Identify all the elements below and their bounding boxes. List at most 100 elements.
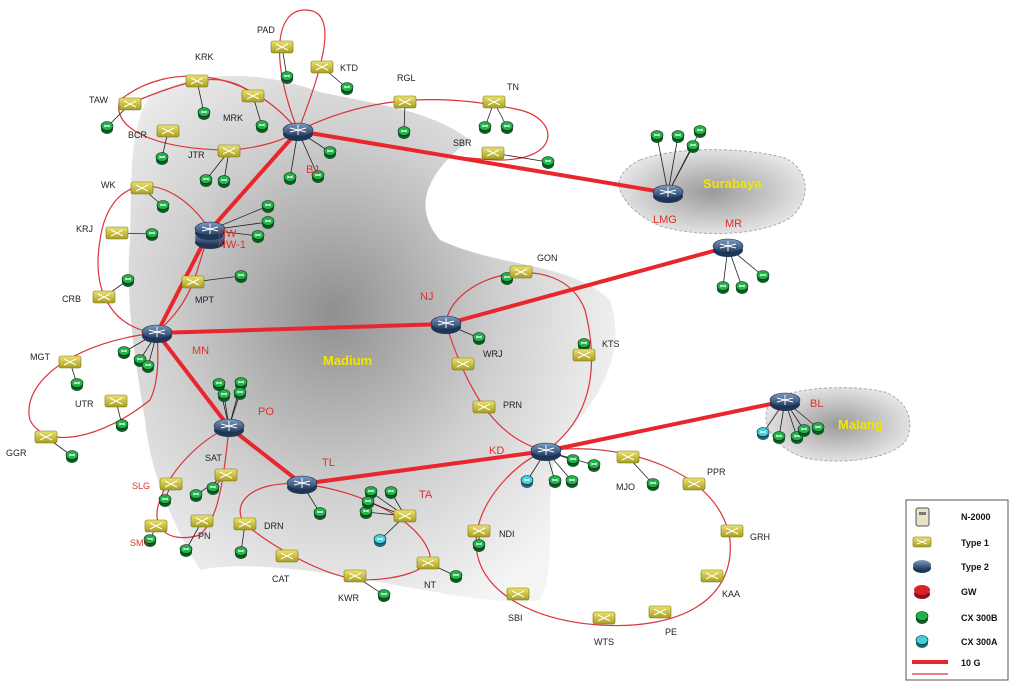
node-label-tn: TN bbox=[507, 82, 519, 92]
switch-icon-pn bbox=[190, 514, 214, 528]
switch-icon-pad bbox=[270, 40, 294, 54]
cx300b-icon bbox=[500, 121, 514, 134]
node-label-ndi: NDI bbox=[499, 529, 515, 539]
cx300b-icon bbox=[915, 611, 929, 624]
network-nodes bbox=[34, 40, 825, 625]
switch-icon-krk bbox=[185, 74, 209, 88]
router-icon-bj bbox=[282, 122, 314, 141]
legend-label: N-2000 bbox=[961, 512, 991, 522]
gateway-icon bbox=[914, 585, 930, 599]
cx300b-icon bbox=[280, 71, 294, 84]
switch-icon-pe bbox=[648, 605, 672, 619]
switch-icon-nt bbox=[416, 556, 440, 570]
switch-icon-rgl bbox=[393, 95, 417, 109]
cx300b-icon bbox=[70, 378, 84, 391]
cx300b-icon bbox=[145, 228, 159, 241]
node-label-kwr: KWR bbox=[338, 593, 359, 603]
cx300b-icon bbox=[693, 125, 707, 138]
switch-icon-gon bbox=[509, 265, 533, 279]
node-label-crb: CRB bbox=[62, 294, 81, 304]
switch-icon-wk bbox=[130, 181, 154, 195]
node-label-kd: KD bbox=[489, 445, 504, 457]
trunk-link-po-tl bbox=[227, 425, 304, 486]
node-label-ggr: GGR bbox=[6, 448, 27, 458]
cx300b-icon bbox=[255, 120, 269, 133]
cx300b-icon bbox=[650, 130, 664, 143]
cx300b-icon bbox=[472, 332, 486, 345]
legend-label: Type 2 bbox=[961, 562, 989, 572]
switch-icon-sat bbox=[214, 468, 238, 482]
node-label-bj: BJ bbox=[306, 164, 319, 176]
cx300b-icon bbox=[548, 475, 562, 488]
node-label-nw: NW bbox=[218, 228, 237, 240]
switch-icon-cat bbox=[275, 549, 299, 563]
node-label-mr: MR bbox=[725, 218, 742, 230]
router-icon-mr bbox=[712, 238, 744, 257]
cx300b-icon bbox=[541, 156, 555, 169]
switch-icon-slg bbox=[159, 477, 183, 491]
node-label-prn: PRN bbox=[503, 400, 522, 410]
router-icon-kd bbox=[530, 442, 562, 461]
cx300b-icon bbox=[199, 174, 213, 187]
node-label-nj: NJ bbox=[420, 291, 433, 303]
switch-icon-kaa bbox=[700, 569, 724, 583]
node-label-mgt: MGT bbox=[30, 352, 50, 362]
node-label-tl: TL bbox=[322, 457, 335, 469]
madium-region bbox=[128, 75, 616, 602]
trunk-links-10g bbox=[155, 129, 786, 486]
cx300b-icon bbox=[756, 270, 770, 283]
router-icon-nj bbox=[430, 315, 462, 334]
cx300b-icon bbox=[797, 424, 811, 437]
node-label-pn: PN bbox=[198, 531, 211, 541]
switch-icon-wrj bbox=[451, 357, 475, 371]
trunk-link-nj-mr bbox=[445, 245, 729, 326]
switch-icon-utr bbox=[104, 394, 128, 408]
cx300b-icon bbox=[143, 534, 157, 547]
node-label-ppr: PPR bbox=[707, 467, 726, 477]
malang-region bbox=[765, 387, 911, 462]
cx300b-icon bbox=[311, 170, 325, 183]
cx300b-icon bbox=[156, 200, 170, 213]
cx300b-icon bbox=[377, 589, 391, 602]
server-icon bbox=[915, 507, 930, 527]
switch-icon-grh bbox=[720, 524, 744, 538]
ring-link bbox=[97, 185, 211, 334]
cx300b-icon bbox=[671, 130, 685, 143]
cx300b-icon bbox=[65, 450, 79, 463]
trunk-link-tl-kd bbox=[301, 449, 547, 486]
router-icon-mn bbox=[141, 324, 173, 343]
legend-label: Type 1 bbox=[961, 538, 989, 548]
switch-icon-bcr bbox=[156, 124, 180, 138]
cx300b-icon bbox=[206, 482, 220, 495]
cx300b-icon bbox=[189, 489, 203, 502]
surabaya-region bbox=[618, 149, 806, 235]
cx300a-icon bbox=[520, 475, 534, 488]
cx300b-icon bbox=[587, 459, 601, 472]
cx300b-icon bbox=[686, 140, 700, 153]
cx300b-icon bbox=[283, 172, 297, 185]
cx300b-icon bbox=[478, 121, 492, 134]
access-link bbox=[667, 135, 679, 194]
node-label-wts: WTS bbox=[594, 637, 614, 647]
switch-icon-krj bbox=[105, 226, 129, 240]
cx300b-icon bbox=[261, 216, 275, 229]
trunk-link-kd-bl bbox=[545, 399, 786, 453]
cx300b-icon bbox=[234, 270, 248, 283]
switch-icon-tn bbox=[482, 95, 506, 109]
node-label-wrj: WRJ bbox=[483, 349, 503, 359]
cx300b-icon bbox=[449, 570, 463, 583]
cx300b-icon bbox=[121, 274, 135, 287]
region-label-surabaya: Surabaya bbox=[703, 176, 762, 191]
node-label-krj: KRJ bbox=[76, 224, 93, 234]
ring-link bbox=[475, 448, 731, 627]
switch-icon-ggr bbox=[34, 430, 58, 444]
switch-icon-kts bbox=[572, 348, 596, 362]
access-link bbox=[656, 135, 669, 194]
switch-icon-mrk bbox=[241, 89, 265, 103]
node-label-nt: NT bbox=[424, 580, 436, 590]
router-icon-po bbox=[213, 418, 245, 437]
switch-icon-ta bbox=[393, 509, 417, 523]
cx300b-icon bbox=[100, 121, 114, 134]
